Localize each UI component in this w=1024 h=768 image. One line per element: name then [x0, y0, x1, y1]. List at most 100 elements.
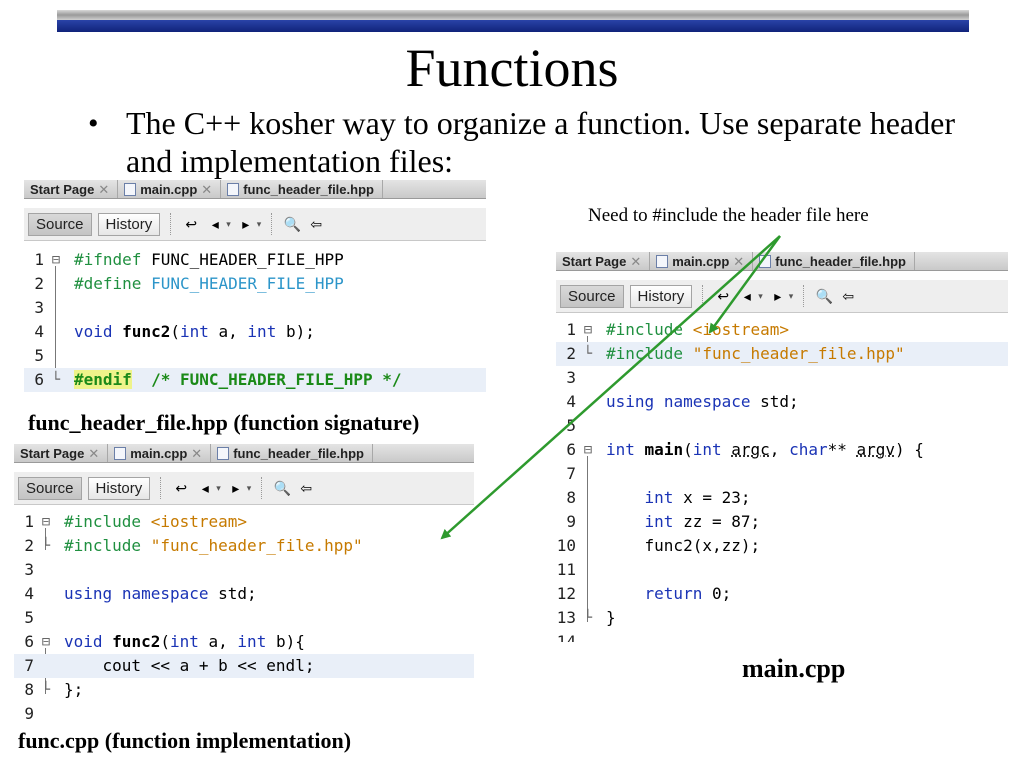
chevron-down-icon[interactable]: ▾: [256, 218, 262, 229]
impl-caption: func.cpp (function implementation): [18, 728, 352, 753]
tab-start-page[interactable]: Start Page✕: [24, 180, 119, 198]
fold-collapse-icon[interactable]: ⊟: [583, 322, 593, 338]
code-line: 1⊟#ifndef FUNC_HEADER_FILE_HPP: [24, 248, 486, 272]
fold-end-icon: └: [41, 682, 51, 698]
code-line: 12 return 0;: [556, 584, 732, 603]
top-rule-blue: [57, 20, 969, 32]
code-line: 5: [566, 416, 576, 435]
editor-toolbar: Source History ↩ ◂ ▾ ▸ ▾ 🔍 ⇦: [14, 472, 474, 505]
fold-guide: [45, 528, 46, 550]
slide-title: Functions: [405, 38, 619, 98]
forward-icon[interactable]: ▸: [232, 479, 240, 496]
editor-tabbar: Start Page✕ main.cpp✕ func_header_file.h…: [556, 252, 1008, 271]
code-area[interactable]: 1⊟#include <iostream> 2└#include "func_h…: [14, 510, 474, 722]
tab-main-cpp[interactable]: main.cpp✕: [650, 252, 754, 270]
chevron-down-icon[interactable]: ▾: [216, 482, 221, 493]
search-icon[interactable]: 🔍: [283, 215, 301, 232]
toolbar-separator: [261, 477, 263, 499]
code-line: 6└#endif /* FUNC_HEADER_FILE_HPP */: [24, 368, 486, 392]
history-button[interactable]: History: [87, 476, 151, 500]
chevron-down-icon[interactable]: ▾: [788, 290, 794, 301]
code-area[interactable]: 1⊟#include <iostream> 2└#include "func_h…: [556, 318, 1008, 642]
tab-func-header-file[interactable]: func_header_file.hpp: [753, 252, 915, 270]
code-line: 3: [566, 368, 576, 387]
code-line: 6⊟void func2(int a, int b){: [14, 630, 474, 654]
file-icon: [656, 255, 669, 268]
file-icon: [114, 447, 127, 460]
tab-start-page[interactable]: Start Page✕: [556, 252, 651, 270]
fold-end-icon: └: [41, 538, 51, 554]
toolbar-separator: [170, 213, 172, 235]
close-icon[interactable]: ✕: [630, 254, 642, 269]
file-icon: [227, 183, 240, 196]
tab-func-header-file[interactable]: func_header_file.hpp: [211, 444, 373, 462]
editor-tabbar: Start Page✕ main.cpp✕ func_header_file.h…: [14, 444, 474, 463]
back-icon[interactable]: ◂: [211, 215, 219, 232]
tab-main-cpp[interactable]: main.cpp✕: [108, 444, 212, 462]
code-line: 7 cout << a + b << endl;: [14, 654, 474, 678]
close-icon[interactable]: ✕: [733, 254, 745, 269]
file-icon: [217, 447, 230, 460]
code-line: 10 func2(x,zz);: [556, 536, 761, 555]
file-icon: [759, 255, 772, 268]
tab-main-cpp[interactable]: main.cpp✕: [118, 180, 222, 198]
find-previous-icon[interactable]: ⇦: [842, 287, 855, 304]
last-edit-icon[interactable]: ↩: [717, 287, 730, 304]
header-caption: func_header_file.hpp (function signature…: [28, 410, 420, 435]
code-line: 8└};: [14, 678, 474, 702]
file-icon: [124, 183, 137, 196]
forward-icon[interactable]: ▸: [242, 215, 250, 232]
source-button[interactable]: Source: [28, 212, 92, 236]
find-previous-icon[interactable]: ⇦: [310, 215, 323, 232]
top-rule-gray: [57, 10, 969, 20]
close-icon[interactable]: ✕: [201, 182, 213, 197]
toolbar-separator: [702, 285, 704, 307]
code-line: 1⊟#include <iostream>: [556, 318, 1008, 342]
forward-icon[interactable]: ▸: [774, 287, 782, 304]
history-button[interactable]: History: [97, 212, 161, 236]
back-icon[interactable]: ◂: [201, 479, 209, 496]
code-line: 3: [34, 298, 44, 317]
code-line: 9: [24, 704, 34, 722]
code-line: 11: [556, 560, 576, 579]
fold-collapse-icon[interactable]: ⊟: [583, 442, 593, 458]
code-area[interactable]: 1⊟#ifndef FUNC_HEADER_FILE_HPP 2#define …: [24, 248, 486, 398]
editor-tabbar: Start Page✕ main.cpp✕ func_header_file.h…: [24, 180, 486, 199]
editor-toolbar: Source History ↩ ◂ ▾ ▸ ▾ 🔍 ⇦: [556, 280, 1008, 313]
fold-end-icon: └: [583, 346, 593, 362]
chevron-down-icon[interactable]: ▾: [758, 290, 763, 301]
fold-end-icon: └: [51, 372, 61, 388]
code-line: 9 int zz = 87;: [566, 512, 761, 531]
tab-start-page[interactable]: Start Page✕: [14, 444, 109, 462]
code-line: 5: [34, 346, 44, 365]
chevron-down-icon[interactable]: ▾: [246, 482, 252, 493]
code-line: 7: [566, 464, 576, 483]
editor-toolbar: Source History ↩ ◂ ▾ ▸ ▾ 🔍 ⇦: [24, 208, 486, 241]
code-line: 1⊟#include <iostream>: [14, 510, 474, 534]
fold-guide: [55, 266, 56, 384]
toolbar-separator: [271, 213, 273, 235]
source-button[interactable]: Source: [18, 476, 82, 500]
search-icon[interactable]: 🔍: [273, 479, 291, 496]
include-note: Need to #include the header file here: [588, 205, 869, 226]
close-icon[interactable]: ✕: [98, 182, 110, 197]
search-icon[interactable]: 🔍: [815, 287, 833, 304]
fold-collapse-icon[interactable]: ⊟: [41, 634, 51, 650]
close-icon[interactable]: ✕: [191, 446, 203, 461]
fold-collapse-icon[interactable]: ⊟: [51, 252, 61, 268]
fold-collapse-icon[interactable]: ⊟: [41, 514, 51, 530]
toolbar-separator: [803, 285, 805, 307]
source-button[interactable]: Source: [560, 284, 624, 308]
back-icon[interactable]: ◂: [743, 287, 751, 304]
find-previous-icon[interactable]: ⇦: [300, 479, 313, 496]
last-edit-icon[interactable]: ↩: [185, 215, 198, 232]
main-caption: main.cpp: [742, 654, 846, 683]
last-edit-icon[interactable]: ↩: [175, 479, 188, 496]
close-icon[interactable]: ✕: [88, 446, 100, 461]
chevron-down-icon[interactable]: ▾: [226, 218, 231, 229]
history-button[interactable]: History: [629, 284, 693, 308]
tab-func-header-file[interactable]: func_header_file.hpp: [221, 180, 383, 198]
code-line: 2#define FUNC_HEADER_FILE_HPP: [34, 274, 344, 293]
